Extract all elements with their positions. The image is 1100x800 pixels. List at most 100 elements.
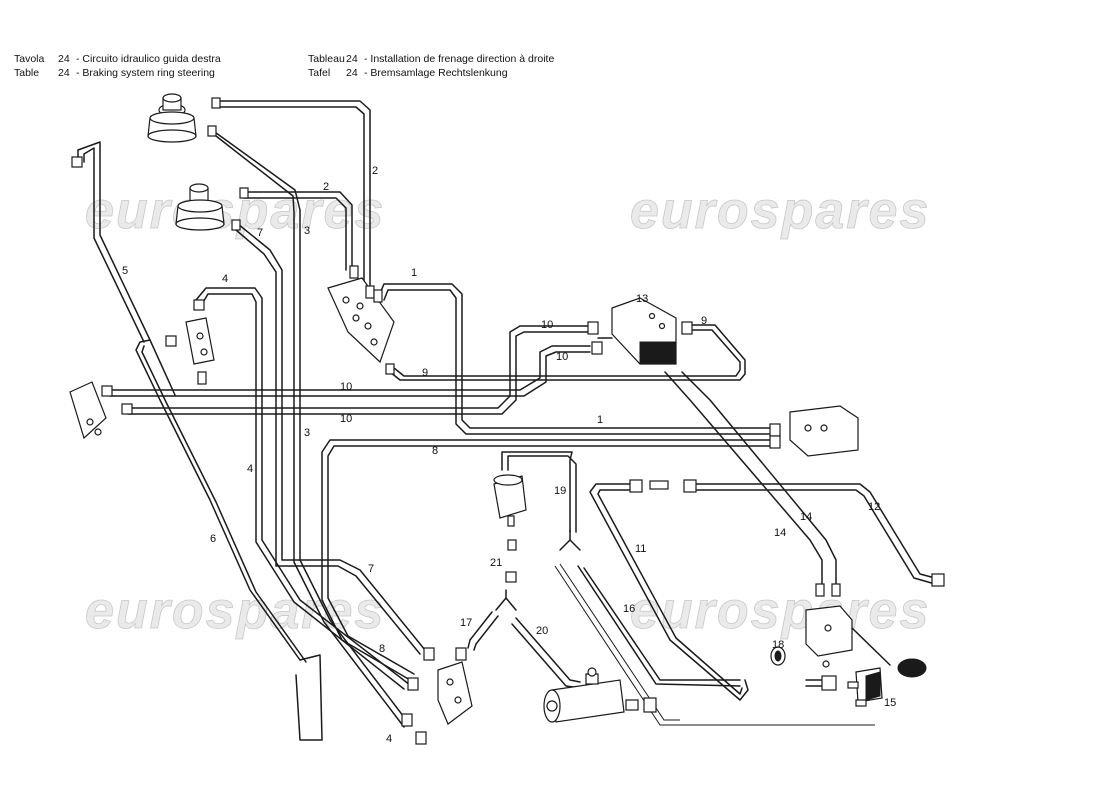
label-2b: 2: [323, 181, 329, 193]
fitting-2-mid: [239, 187, 249, 199]
pipe-5-outer: [83, 147, 145, 343]
fitting-7-top: [231, 219, 241, 231]
valve-block-13: [611, 297, 677, 365]
fitting-14-a: [815, 583, 825, 597]
pipe-20: [515, 617, 581, 683]
fitting-5-top: [71, 156, 83, 168]
pipe-19-b: [501, 451, 573, 533]
bracket-15: [847, 667, 883, 707]
label-20: 20: [536, 625, 548, 637]
watermark-bottom-left: eurospares: [85, 582, 385, 640]
watermark-bottom-right: eurospares: [630, 582, 930, 640]
label-4a: 4: [222, 273, 228, 285]
union-center: [649, 480, 669, 490]
fitting-block-b: [365, 285, 375, 299]
fitting-8-bottom: [407, 677, 419, 691]
parts: [69, 93, 927, 725]
pipe-2-mid-b: [243, 197, 347, 271]
fitting-12-end: [931, 573, 945, 587]
fitting-3-bottom: [401, 713, 413, 727]
pipe-12: [691, 483, 936, 579]
pipe-1-top: [377, 283, 771, 429]
pipe-4-b: [201, 293, 405, 690]
bushing-18: [770, 646, 786, 666]
pipes: [77, 100, 936, 741]
label-21: 21: [490, 557, 502, 569]
watermark-top-right: eurospares: [630, 182, 930, 240]
junction-block-small: [185, 317, 215, 365]
pipe-4: [195, 287, 411, 686]
label-7b: 7: [368, 563, 374, 575]
pipe-6: [135, 339, 301, 661]
pipe-10-lower-b: [127, 331, 589, 415]
pipe-return: [554, 565, 875, 726]
right-block: [789, 405, 859, 457]
label-9b: 9: [701, 315, 707, 327]
master-cylinder: [543, 667, 625, 723]
pipe-3-b: [215, 135, 405, 728]
label-10c: 10: [541, 319, 553, 331]
pipe-11-b: [597, 489, 743, 695]
pipe-17-b: [473, 615, 499, 651]
left-bracket: [69, 381, 107, 440]
pipe-return-b: [559, 563, 680, 721]
part-labels: 2 2 3 3 7 7 4 4 4 5 6 1 1 9 9 10 10 10 1…: [122, 165, 896, 745]
pedal-valve-block: [805, 605, 927, 678]
fittings: [71, 97, 945, 745]
label-10a: 10: [340, 381, 352, 393]
label-10d: 10: [556, 351, 568, 363]
pipe-10-upper-b: [109, 351, 591, 397]
label-6: 6: [210, 533, 216, 545]
pipe-6-loop: [295, 654, 323, 741]
pipe-7: [237, 223, 426, 651]
pipe-8: [321, 439, 771, 681]
fitting-9-right: [681, 321, 693, 335]
label-3a: 3: [304, 225, 310, 237]
pipe-9-b: [393, 329, 741, 377]
fitting-14-b: [831, 583, 841, 597]
pipe-1-top-b: [383, 289, 771, 435]
label-4b: 4: [247, 463, 253, 475]
pipe-5: [77, 141, 176, 396]
label-11: 11: [635, 543, 646, 555]
fitting-7-bottom: [423, 647, 435, 661]
pipe-7-b: [235, 229, 421, 655]
pipe-16: [583, 567, 741, 681]
label-14a: 14: [774, 527, 786, 539]
fitting-9-left: [385, 363, 395, 375]
label-10b: 10: [340, 413, 352, 425]
label-3b: 3: [304, 427, 310, 439]
label-8a: 8: [432, 445, 438, 457]
label-2a: 2: [372, 165, 378, 177]
pipe-11: [589, 483, 749, 701]
reservoir-lower: [175, 183, 225, 231]
seal-21: [505, 539, 517, 583]
fitting-block-a: [349, 265, 359, 279]
fitting-10-lower: [121, 403, 133, 415]
label-19: 19: [554, 485, 566, 497]
fitting-pedal-pipe: [821, 675, 837, 691]
fitting-cylinder: [625, 699, 639, 711]
fitting-4-top: [193, 299, 205, 311]
fitting-12-left: [683, 479, 697, 493]
label-7a: 7: [257, 227, 263, 239]
fitting-11-top: [629, 479, 643, 493]
pipe-2-mid: [243, 191, 353, 271]
fitting-2-top: [211, 97, 221, 109]
pipe-9: [389, 324, 746, 381]
label-17: 17: [460, 617, 472, 629]
fitting-return: [643, 697, 657, 713]
pipe-8-b: [327, 445, 771, 675]
pipe-19: [507, 455, 577, 533]
fitting-1-right: [769, 423, 781, 437]
title-french: Tableau24- Installation de frenage direc…: [308, 53, 555, 65]
fitting-8-right: [769, 435, 781, 449]
fitting-bracket: [197, 371, 207, 385]
pipe-3: [211, 129, 411, 726]
pipe-17: [467, 611, 493, 649]
pipe-12-b: [691, 489, 936, 585]
fitting-10-right-b: [591, 341, 603, 355]
header-right: Tableau24- Installation de frenage direc…: [308, 52, 554, 80]
